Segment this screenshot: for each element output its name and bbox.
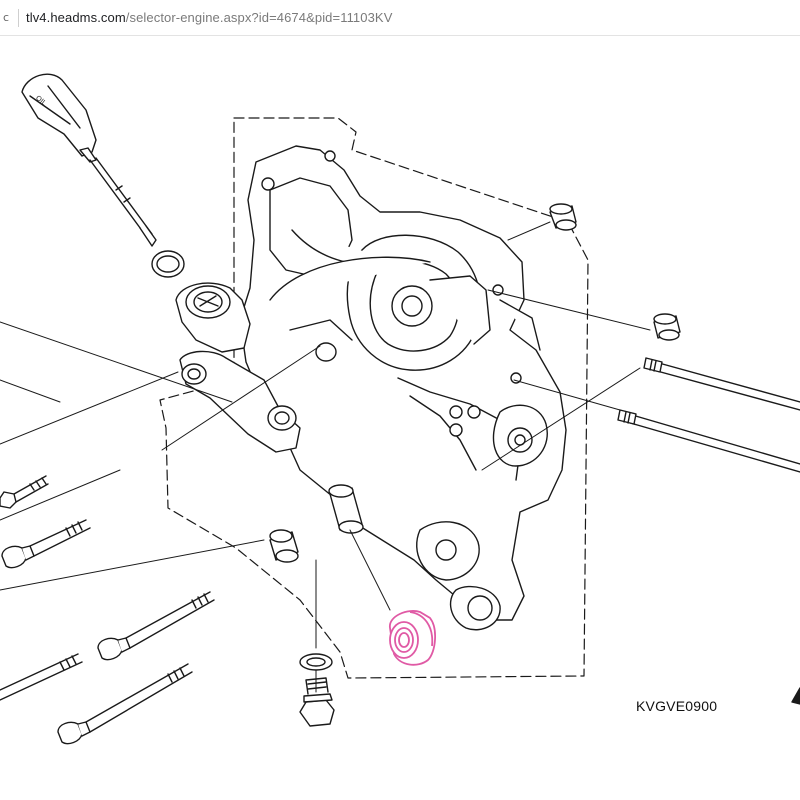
assembly-group-outline <box>159 117 589 679</box>
bushing-center <box>328 484 364 534</box>
mounting-boss-left <box>179 342 337 453</box>
diagram-code: KVGVE0900 <box>636 698 718 714</box>
dowel-pin-right <box>653 313 681 341</box>
crankcase-half <box>239 145 567 631</box>
oil-filler-neck <box>175 282 251 353</box>
stud-right-1 <box>643 357 800 411</box>
bolt-left-3 <box>97 591 215 661</box>
drain-bolt <box>299 677 335 727</box>
bolt-left-1 <box>0 475 49 509</box>
highlighted-bearing <box>389 610 436 666</box>
exploded-view-drawing: OIL <box>0 73 800 745</box>
edge-arrow-mark <box>791 687 800 705</box>
oil-dipstick <box>21 73 157 247</box>
url-text[interactable]: tlv4.headms.com/selector-engine.aspx?id=… <box>26 10 392 25</box>
leader-lines <box>0 221 651 693</box>
dipstick-o-ring <box>151 250 185 278</box>
reload-icon[interactable]: c <box>2 11 10 24</box>
collar-lower-left <box>269 529 299 563</box>
bolt-left-4 <box>0 653 83 701</box>
url-host: tlv4.headms.com <box>26 10 126 25</box>
bolt-left-2 <box>1 519 91 569</box>
parts-diagram: OIL <box>0 36 800 800</box>
address-bar: c tlv4.headms.com/selector-engine.aspx?i… <box>0 0 800 36</box>
stud-right-2 <box>617 409 800 473</box>
address-divider <box>18 8 19 27</box>
dowel-pin-top <box>549 203 577 231</box>
sealing-washer <box>299 653 333 671</box>
url-path: /selector-engine.aspx?id=4674&pid=11103K… <box>125 10 393 25</box>
bolt-left-5 <box>57 663 193 745</box>
